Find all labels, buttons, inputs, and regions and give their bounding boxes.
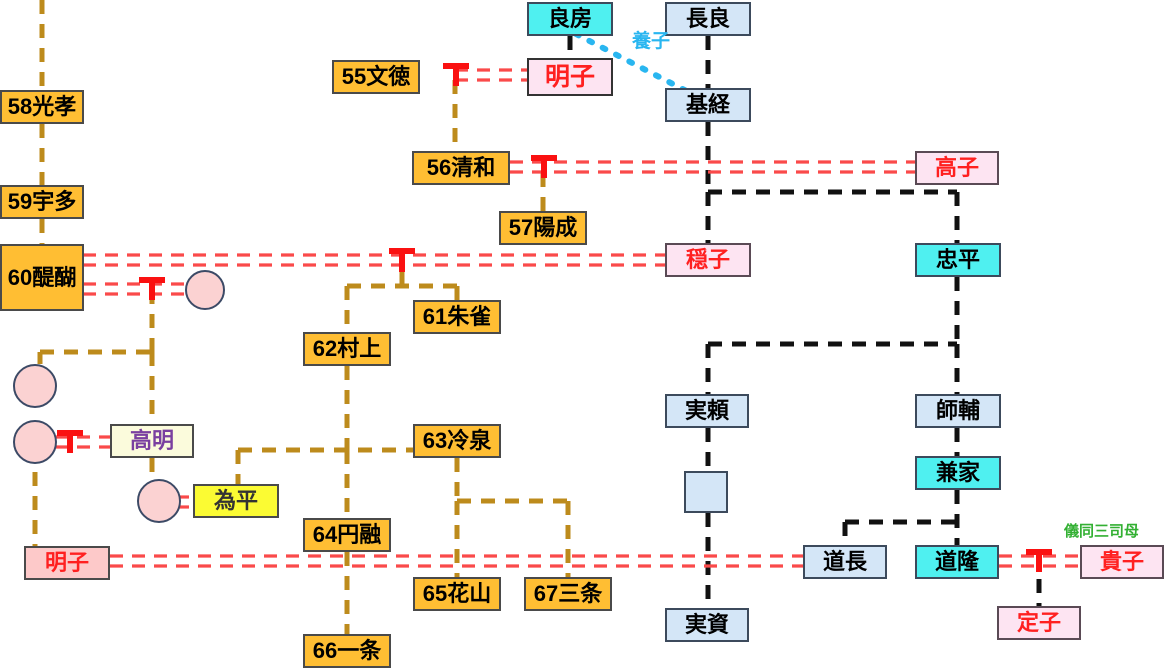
person-node-label: 良房 (547, 6, 592, 31)
person-node-label: 57陽成 (508, 215, 578, 240)
person-node-mototsune[interactable]: 基経 (665, 88, 751, 122)
person-node-label: 明子 (44, 550, 89, 575)
tee-daigo-consort (139, 277, 165, 300)
unnamed-woman-circle-princess-1[interactable] (13, 364, 57, 408)
person-node-label: 長良 (685, 6, 730, 31)
person-node-label: 忠平 (935, 247, 980, 272)
person-node-saneyori[interactable]: 実頼 (665, 394, 749, 428)
person-node-daigo[interactable]: 60醍醐 (0, 244, 84, 311)
tee-daigo-onshi (389, 248, 415, 272)
person-node-label: 道隆 (934, 549, 979, 574)
person-node-label: 56清和 (426, 155, 496, 180)
person-node-ichijo[interactable]: 66一条 (303, 634, 391, 668)
person-node-label: 為平 (213, 488, 258, 513)
person-node-nagara[interactable]: 長良 (665, 2, 751, 36)
person-node-label: 63冷泉 (422, 428, 492, 453)
person-node-koko[interactable]: 58光孝 (0, 90, 84, 124)
person-node-label: 62村上 (312, 336, 382, 361)
person-node-label: 穏子 (685, 247, 730, 272)
tee-princess2-takaakira (57, 430, 83, 453)
person-node-reizei[interactable]: 63冷泉 (413, 424, 501, 458)
person-node-label: 実頼 (684, 398, 729, 423)
person-node-label: 基経 (685, 92, 730, 117)
tee-seiwa-takaiko (531, 155, 557, 178)
tee-michitaka-kishi (1026, 549, 1052, 572)
person-node-label: 58光孝 (7, 94, 77, 119)
fujiwara-descent-lines (567, 36, 1042, 608)
person-node-kaneie[interactable]: 兼家 (915, 456, 1001, 490)
person-node-unnamed[interactable] (684, 471, 728, 513)
person-node-label: 実資 (684, 612, 729, 637)
person-node-sanesuke[interactable]: 実資 (665, 608, 749, 642)
tee-montoku-akiko (443, 63, 469, 86)
person-node-teishi[interactable]: 定子 (997, 606, 1081, 640)
person-node-akiko-bot[interactable]: 明子 (24, 546, 110, 580)
person-node-akiko-top[interactable]: 明子 (527, 58, 613, 96)
person-node-yozei[interactable]: 57陽成 (499, 211, 587, 245)
person-node-uda[interactable]: 59宇多 (0, 185, 84, 219)
person-node-label: 65花山 (422, 581, 492, 606)
person-node-seiwa[interactable]: 56清和 (412, 151, 510, 185)
person-node-michinaga[interactable]: 道長 (803, 545, 887, 579)
unnamed-woman-circle-tamehira-wife[interactable] (137, 479, 181, 523)
unnamed-woman-circle-daigo-consort[interactable] (185, 270, 225, 310)
person-node-morosuke[interactable]: 師輔 (915, 394, 1001, 428)
person-node-takaakira[interactable]: 高明 (110, 424, 194, 458)
person-node-montoku[interactable]: 55文徳 (332, 60, 420, 94)
person-node-label: 高子 (934, 155, 979, 180)
person-node-label: 貴子 (1099, 549, 1144, 574)
person-node-label: 61朱雀 (422, 304, 492, 329)
person-node-label: 師輔 (935, 398, 980, 423)
person-node-label: 66一条 (312, 638, 382, 663)
person-node-suzaku[interactable]: 61朱雀 (413, 300, 501, 334)
person-node-murakami[interactable]: 62村上 (303, 332, 391, 366)
person-node-label: 55文徳 (341, 64, 411, 89)
person-node-label: 兼家 (935, 460, 980, 485)
person-node-michitaka[interactable]: 道隆 (915, 545, 999, 579)
person-node-label: 定子 (1016, 610, 1061, 635)
person-node-kishi[interactable]: 貴子 (1080, 545, 1164, 579)
person-node-onshi[interactable]: 穏子 (665, 243, 751, 277)
person-node-yoshifusa[interactable]: 良房 (527, 2, 613, 36)
person-node-enyu[interactable]: 64円融 (303, 518, 391, 552)
adoption-label: 養子 (632, 31, 671, 52)
person-node-label: 明子 (544, 62, 595, 91)
person-node-sanjo[interactable]: 67三条 (524, 577, 612, 611)
person-node-label: 60醍醐 (7, 264, 77, 290)
person-node-label: 高明 (129, 428, 174, 453)
person-node-tadahira[interactable]: 忠平 (915, 243, 1001, 277)
person-node-label: 67三条 (533, 581, 603, 606)
person-node-label: 道長 (822, 549, 867, 574)
person-node-label: 64円融 (312, 522, 382, 547)
person-node-label: 59宇多 (7, 189, 77, 214)
person-node-takaiko[interactable]: 高子 (915, 151, 999, 185)
person-node-kazan[interactable]: 65花山 (413, 577, 501, 611)
gido-label: 儀同三司母 (1064, 523, 1140, 540)
person-node-tamehira[interactable]: 為平 (193, 484, 279, 518)
unnamed-woman-circle-princess-2[interactable] (13, 420, 57, 464)
